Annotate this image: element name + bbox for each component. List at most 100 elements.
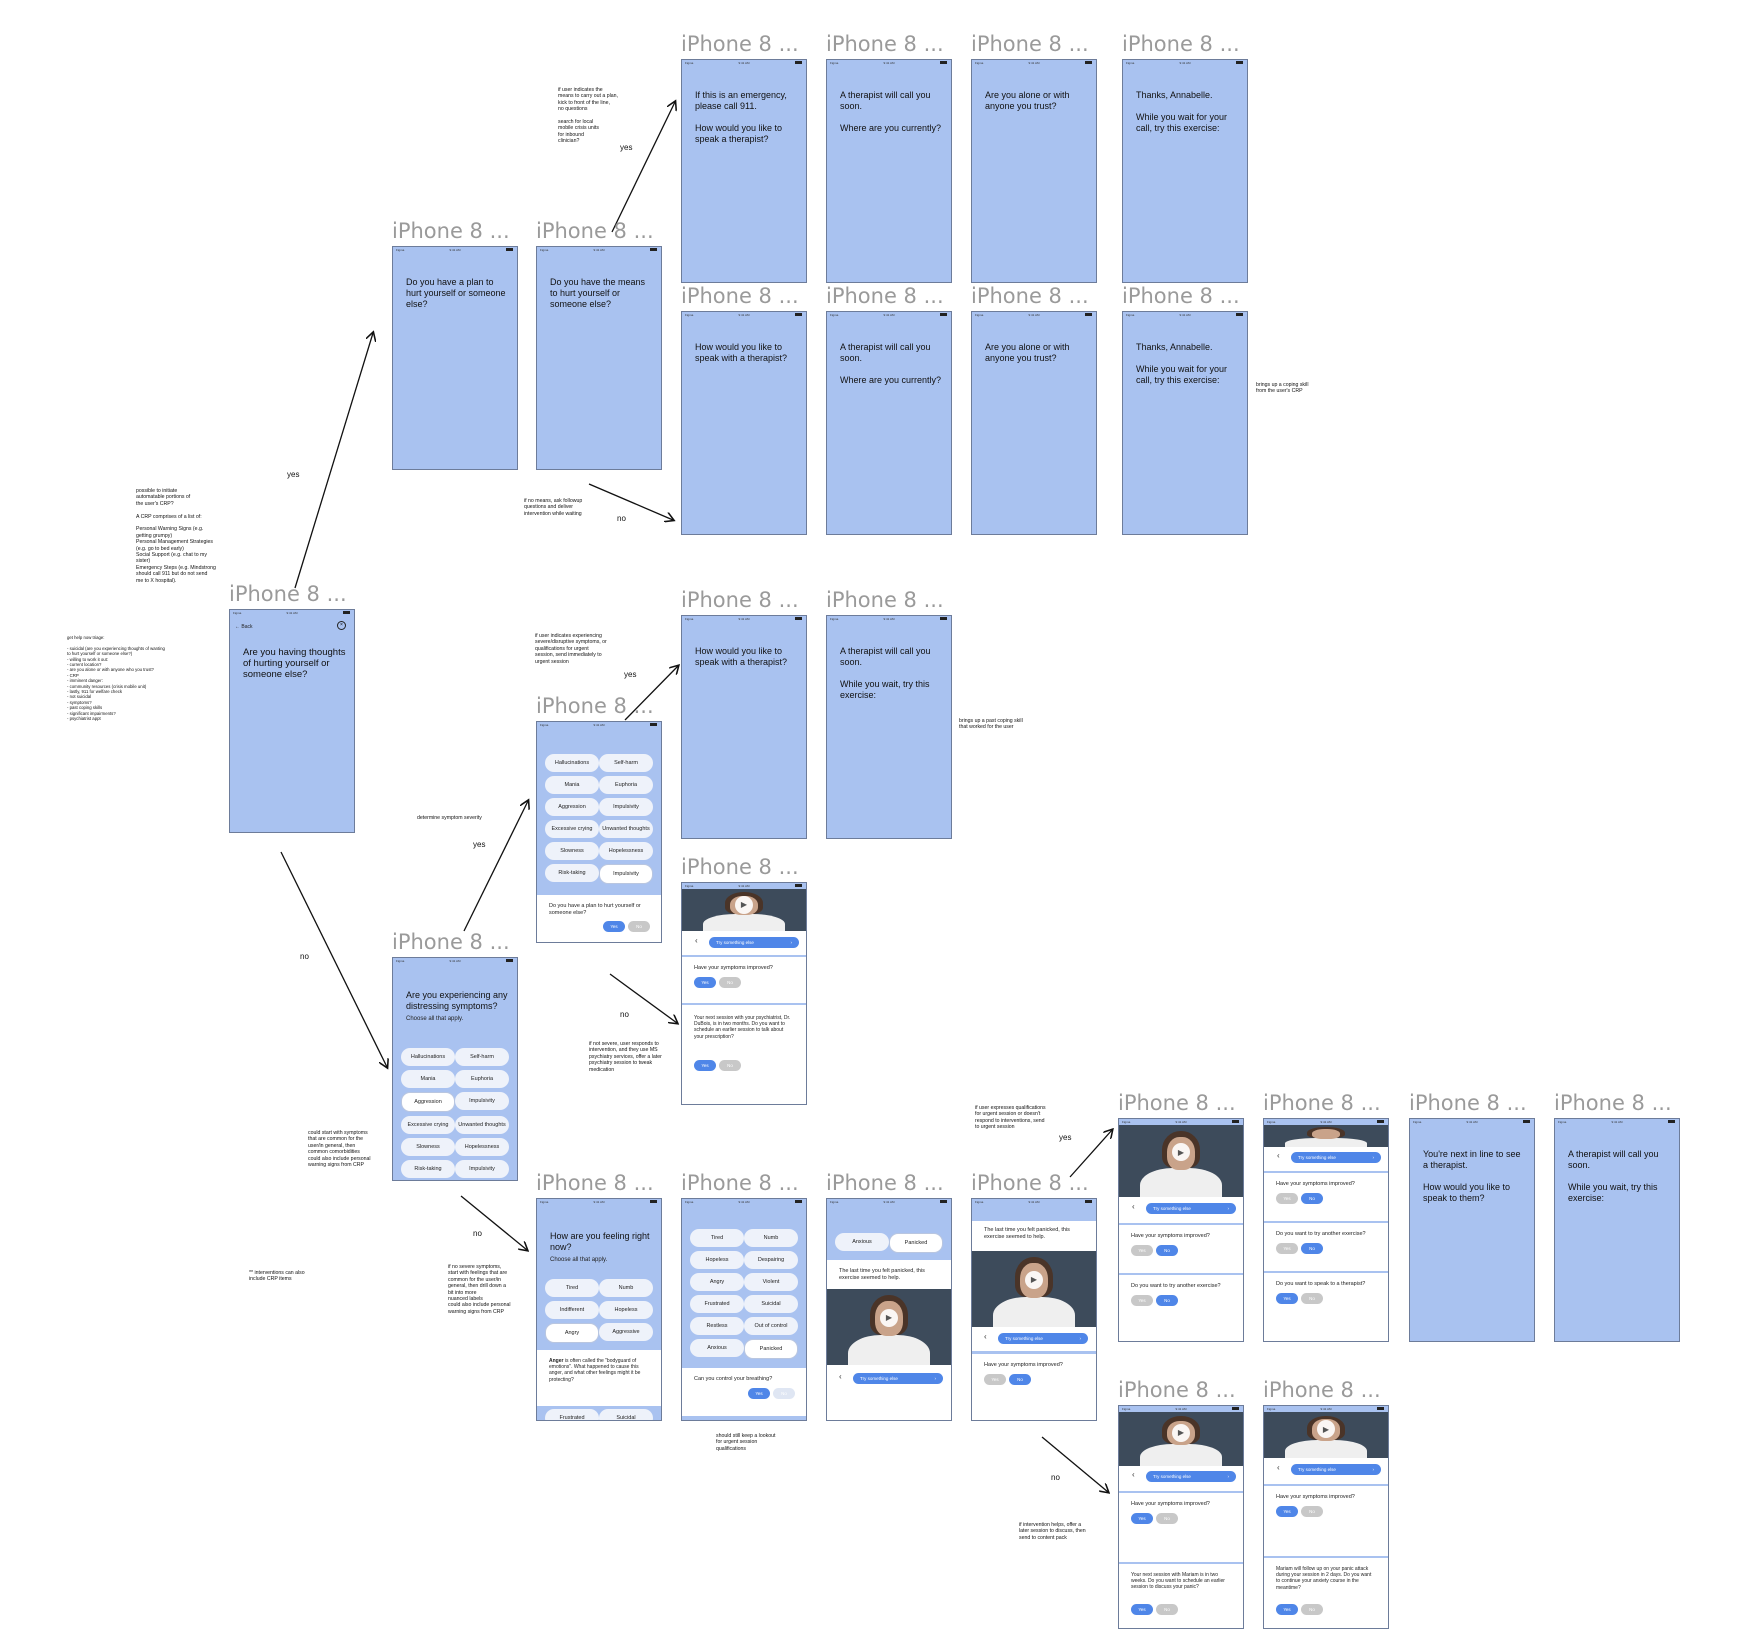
chip[interactable]: Numb [744, 1229, 798, 1247]
chip[interactable]: Euphoria [455, 1070, 509, 1088]
try-something-else-button[interactable]: Try something else› [1146, 1203, 1236, 1214]
no-button[interactable]: No [1301, 1293, 1323, 1304]
no-button[interactable]: No [1156, 1245, 1178, 1256]
chevron-left-icon[interactable]: ‹ [984, 1332, 987, 1341]
yes-button[interactable]: Yes [1276, 1193, 1298, 1204]
chip[interactable]: Aggressive [599, 1323, 653, 1341]
yes-button[interactable]: Yes [1131, 1295, 1153, 1306]
yes-button[interactable]: Yes [1131, 1245, 1153, 1256]
chip[interactable]: Out of control [744, 1317, 798, 1335]
chip[interactable]: Hallucinations [545, 754, 599, 772]
chip[interactable]: Impulsivity [599, 798, 653, 816]
no-button[interactable]: No [1301, 1506, 1323, 1517]
no-button[interactable]: No [1156, 1513, 1178, 1524]
frame-title: iPhone 8 ... [971, 32, 1089, 56]
chip[interactable]: Panicked [889, 1233, 943, 1253]
chip[interactable]: Angry [690, 1273, 744, 1291]
exercise-video[interactable]: ▶ [1119, 1412, 1243, 1466]
chip[interactable]: Self-harm [455, 1048, 509, 1066]
no-button[interactable]: No [1156, 1604, 1178, 1615]
try-something-else-button[interactable]: Try something else› [1291, 1152, 1381, 1163]
no-button[interactable]: No [773, 1388, 795, 1399]
no-button[interactable]: No [1301, 1243, 1323, 1254]
chip[interactable]: Hopelessness [455, 1138, 509, 1156]
chip[interactable]: Mania [545, 776, 599, 794]
no-button[interactable]: No [1301, 1604, 1323, 1615]
chip[interactable]: Suicidal [599, 1409, 653, 1420]
chip[interactable]: Hopelessness [599, 842, 653, 860]
chevron-left-icon[interactable]: ‹ [1277, 1151, 1280, 1160]
exercise-video[interactable]: ▶ [1119, 1125, 1243, 1197]
chip[interactable]: Panicked [744, 1339, 798, 1359]
chip[interactable]: Excessive crying [545, 820, 599, 838]
exercise-video[interactable]: ▶ [827, 1289, 951, 1365]
chip[interactable]: Slowness [545, 842, 599, 860]
yes-button[interactable]: Yes [1276, 1293, 1298, 1304]
no-button[interactable]: No [719, 1060, 741, 1071]
chip[interactable]: Slowness [401, 1138, 455, 1156]
chip[interactable]: Self-harm [599, 754, 653, 772]
yes-button[interactable]: Yes [1276, 1243, 1298, 1254]
chip[interactable]: Numb [599, 1279, 653, 1297]
close-icon[interactable]: × [337, 621, 346, 630]
yes-button[interactable]: Yes [1131, 1513, 1153, 1524]
yes-button[interactable]: Yes [603, 921, 625, 932]
chevron-left-icon[interactable]: ‹ [839, 1372, 842, 1381]
frame-title: iPhone 8 ... [1263, 1091, 1381, 1115]
chip[interactable]: Suicidal [744, 1295, 798, 1313]
yes-button[interactable]: Yes [1276, 1604, 1298, 1615]
no-button[interactable]: No [1156, 1295, 1178, 1306]
chip[interactable]: Frustrated [690, 1295, 744, 1313]
exercise-video[interactable]: ▶ [972, 1251, 1096, 1327]
chevron-left-icon[interactable]: ‹ [695, 936, 698, 945]
chip[interactable]: Impulsivity [455, 1092, 509, 1110]
chip[interactable]: Frustrated [545, 1409, 599, 1420]
no-button[interactable]: No [1301, 1193, 1323, 1204]
chip[interactable]: Tired [545, 1279, 599, 1297]
chip[interactable]: Despairing [744, 1251, 798, 1269]
chip[interactable]: Risk-taking [401, 1160, 455, 1178]
chip[interactable]: Aggression [401, 1092, 455, 1112]
exercise-video[interactable]: ▶ [682, 889, 806, 931]
chip[interactable]: Angry [545, 1323, 599, 1343]
chip[interactable]: Mania [401, 1070, 455, 1088]
chip[interactable]: Unwanted thoughts [599, 820, 653, 838]
chip[interactable]: Aggression [545, 798, 599, 816]
chip[interactable]: Anxious [835, 1233, 889, 1251]
chip[interactable]: Hopeless [599, 1301, 653, 1319]
chip[interactable]: Risk-taking [545, 864, 599, 882]
yes-button[interactable]: Yes [748, 1388, 770, 1399]
try-something-else-button[interactable]: Try something else› [1291, 1464, 1381, 1475]
yes-button[interactable]: Yes [1276, 1506, 1298, 1517]
chip[interactable]: Tired [690, 1229, 744, 1247]
yes-button[interactable]: Yes [1131, 1604, 1153, 1615]
chip[interactable]: Impulsivity [599, 864, 653, 884]
no-button[interactable]: No [628, 921, 650, 932]
chip[interactable]: Restless [690, 1317, 744, 1335]
yes-button[interactable]: Yes [694, 1060, 716, 1071]
try-something-else-button[interactable]: Try something else› [853, 1373, 943, 1384]
exercise-video[interactable]: ▶ [1264, 1412, 1388, 1458]
chip[interactable]: Excessive crying [401, 1116, 455, 1134]
chip[interactable]: Euphoria [599, 776, 653, 794]
no-button[interactable]: No [719, 977, 741, 988]
no-button[interactable]: No [1009, 1374, 1031, 1385]
chip[interactable]: Anxious [690, 1339, 744, 1357]
yes-button[interactable]: Yes [694, 977, 716, 988]
chevron-left-icon[interactable]: ‹ [1132, 1470, 1135, 1479]
try-something-else-button[interactable]: Try something else› [1146, 1471, 1236, 1482]
yes-button[interactable]: Yes [984, 1374, 1006, 1385]
chip[interactable]: Hallucinations [401, 1048, 455, 1066]
chevron-left-icon[interactable]: ‹ [1277, 1463, 1280, 1472]
exercise-video[interactable] [1264, 1125, 1388, 1147]
chip[interactable]: Hopeless [690, 1251, 744, 1269]
try-something-else-button[interactable]: Try something else› [709, 937, 799, 948]
chip[interactable]: Impulsivity [455, 1160, 509, 1178]
chip[interactable]: Indifferent [545, 1301, 599, 1319]
chip[interactable]: Unwanted thoughts [455, 1116, 509, 1134]
chevron-left-icon[interactable]: ‹ [1132, 1202, 1135, 1211]
chip[interactable]: Violent [744, 1273, 798, 1291]
back-button[interactable]: ← Back [235, 624, 253, 630]
try-something-else-button[interactable]: Try something else› [998, 1333, 1088, 1344]
